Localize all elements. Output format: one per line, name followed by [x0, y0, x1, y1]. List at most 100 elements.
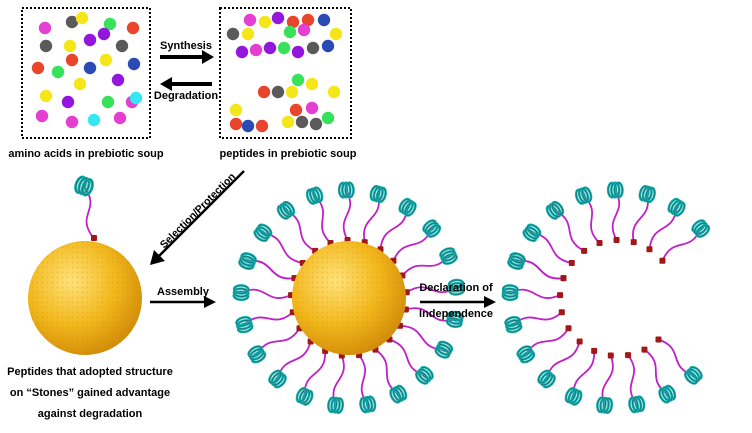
helix	[398, 197, 417, 217]
peptide-dot	[321, 39, 335, 53]
peptide-anchor	[565, 325, 572, 332]
helix	[445, 310, 464, 328]
peptide-dot	[321, 111, 335, 125]
stones-caption-1: Peptides that adopted structure	[7, 366, 173, 378]
helix	[268, 369, 287, 389]
helix	[422, 219, 442, 238]
helix	[415, 365, 434, 385]
stones-caption-2: on “Stones” gained advantage	[10, 387, 170, 399]
peptide-anchor	[613, 237, 620, 244]
peptide-anchor	[630, 239, 637, 246]
peptide-dot	[249, 43, 263, 57]
peptide-dot	[309, 117, 323, 131]
amino-acids-caption: amino acids in prebiotic soup	[8, 148, 164, 160]
peptide-anchor	[576, 338, 583, 345]
peptide-dot	[317, 13, 331, 27]
amino-acid-box	[21, 7, 151, 139]
helix	[691, 219, 711, 238]
helix	[574, 186, 593, 205]
amino-acid-dot	[127, 57, 141, 71]
peptide-dot	[289, 103, 303, 117]
stones-caption-3: against degradation	[38, 408, 143, 420]
amino-acid-dot	[63, 39, 77, 53]
helix	[295, 387, 314, 406]
helix	[545, 200, 565, 220]
peptide-dots	[226, 11, 343, 133]
declaration-arrow	[420, 296, 496, 308]
amino-acid-dot	[39, 39, 53, 53]
helix	[516, 345, 536, 364]
peptide-dot	[285, 85, 299, 99]
amino-acid-dot	[65, 115, 79, 129]
helix	[501, 284, 519, 302]
helix	[238, 252, 257, 270]
amino-acid-dot	[113, 111, 127, 125]
amino-acid-dot	[126, 21, 140, 35]
peptide-dot	[257, 85, 271, 99]
amino-acid-dots	[31, 11, 143, 129]
peptides-caption: peptides in prebiotic soup	[220, 148, 357, 160]
helix	[596, 396, 614, 415]
peptide-dot	[229, 103, 243, 117]
amino-acid-dot	[129, 91, 143, 105]
helix	[667, 197, 686, 217]
peptide-dot	[283, 25, 297, 39]
helix	[439, 247, 458, 265]
peptide-anchor	[568, 259, 575, 266]
peptide-anchor	[581, 247, 588, 254]
amino-acid-dot	[61, 95, 75, 109]
helix	[504, 316, 523, 334]
helix	[276, 200, 296, 220]
helix	[606, 181, 624, 199]
amino-acid-dot	[97, 27, 111, 41]
peptide-dot	[281, 115, 295, 129]
helix	[232, 284, 250, 302]
peptide-dot	[243, 13, 257, 27]
helix	[235, 316, 254, 334]
peptide-anchor	[646, 246, 653, 253]
amino-acid-dot	[103, 17, 117, 31]
peptide-anchor	[591, 347, 598, 354]
assembly-arrow	[150, 296, 216, 308]
helix	[337, 181, 355, 199]
amino-acid-dot	[65, 15, 79, 29]
amino-acid-dot	[101, 95, 115, 109]
peptide-anchor	[641, 346, 648, 353]
synthesis-label: Synthesis	[160, 40, 212, 52]
helix	[327, 396, 345, 415]
amino-acid-dot	[87, 113, 101, 127]
peptide-dot	[241, 27, 255, 41]
helix	[684, 365, 703, 385]
peptide-dot	[258, 15, 272, 29]
helix	[507, 252, 526, 270]
peptide-dot	[305, 77, 319, 91]
peptide-dot	[271, 11, 285, 25]
amino-acid-dot	[115, 39, 129, 53]
amino-acid-dot	[73, 77, 87, 91]
peptide-ring-middle	[232, 181, 466, 415]
peptide-dot	[329, 27, 343, 41]
selection-label: Selection/Protection	[158, 171, 238, 251]
declaration-label-2: Independence	[419, 308, 493, 320]
amino-acid-dot	[111, 73, 125, 87]
peptide-anchor	[607, 352, 614, 359]
peptide-dot	[277, 41, 291, 55]
amino-acid-dot	[31, 61, 45, 75]
helix	[638, 184, 656, 204]
amino-acid-dot	[99, 53, 113, 67]
peptide-dot	[271, 85, 285, 99]
amino-acid-dot	[83, 33, 97, 47]
peptide-dot	[291, 45, 305, 59]
helix	[447, 278, 466, 296]
peptide-dot	[291, 73, 305, 87]
peptide-dot	[226, 27, 240, 41]
peptide-ring-right	[501, 181, 711, 415]
single-peptide	[74, 175, 97, 241]
peptide-dot	[301, 13, 315, 27]
peptide-anchor	[91, 235, 97, 241]
helix	[247, 345, 267, 364]
degradation-arrow	[160, 77, 212, 91]
amino-acid-dot	[83, 61, 97, 75]
peptide-anchor	[560, 275, 567, 282]
